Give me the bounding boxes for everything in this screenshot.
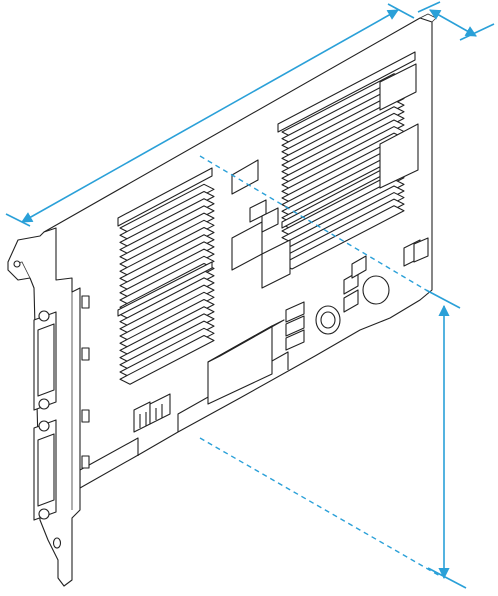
dvi-connector-upper	[34, 311, 56, 410]
dvi-connector-lower	[34, 420, 56, 520]
